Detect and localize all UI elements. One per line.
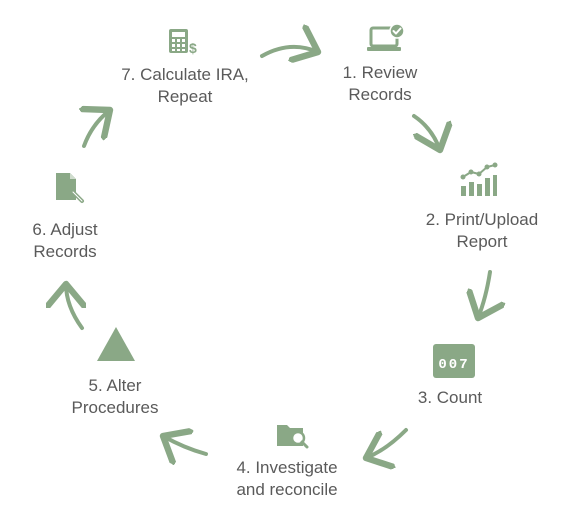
- arrow-4-to-5: [163, 436, 208, 454]
- arrow-6-to-7: [84, 110, 110, 148]
- arrow-2-to-3: [478, 270, 490, 318]
- arrow-5-to-6: [66, 284, 82, 330]
- counter-display-icon: 007: [433, 344, 475, 383]
- counter-digits: 007: [438, 357, 469, 373]
- arrow-1-to-2: [412, 114, 440, 150]
- folder-search-icon: [276, 421, 310, 454]
- step-6-label: 6. Adjust Records: [32, 220, 98, 261]
- step-7-label: 7. Calculate IRA, Repeat: [121, 65, 249, 106]
- arrow-7-to-1: [260, 47, 318, 56]
- document-edit-icon: [55, 172, 85, 209]
- step-3-label: 3. Count: [417, 388, 483, 407]
- step-5-label: 5. Alter Procedures: [71, 376, 159, 417]
- calculator-dollar-icon: $: [168, 28, 200, 61]
- step-2-label: 2. Print/Upload Report: [425, 210, 539, 251]
- step-4-label: 4. Investigate and reconcile: [236, 458, 338, 499]
- triangle-icon: [96, 326, 136, 367]
- svg-text:$: $: [189, 40, 197, 56]
- laptop-check-icon: [366, 22, 408, 59]
- step-1-label: 1. Review Records: [342, 63, 418, 104]
- bar-chart-trend-icon: [458, 162, 498, 203]
- arrow-3-to-4: [366, 428, 408, 458]
